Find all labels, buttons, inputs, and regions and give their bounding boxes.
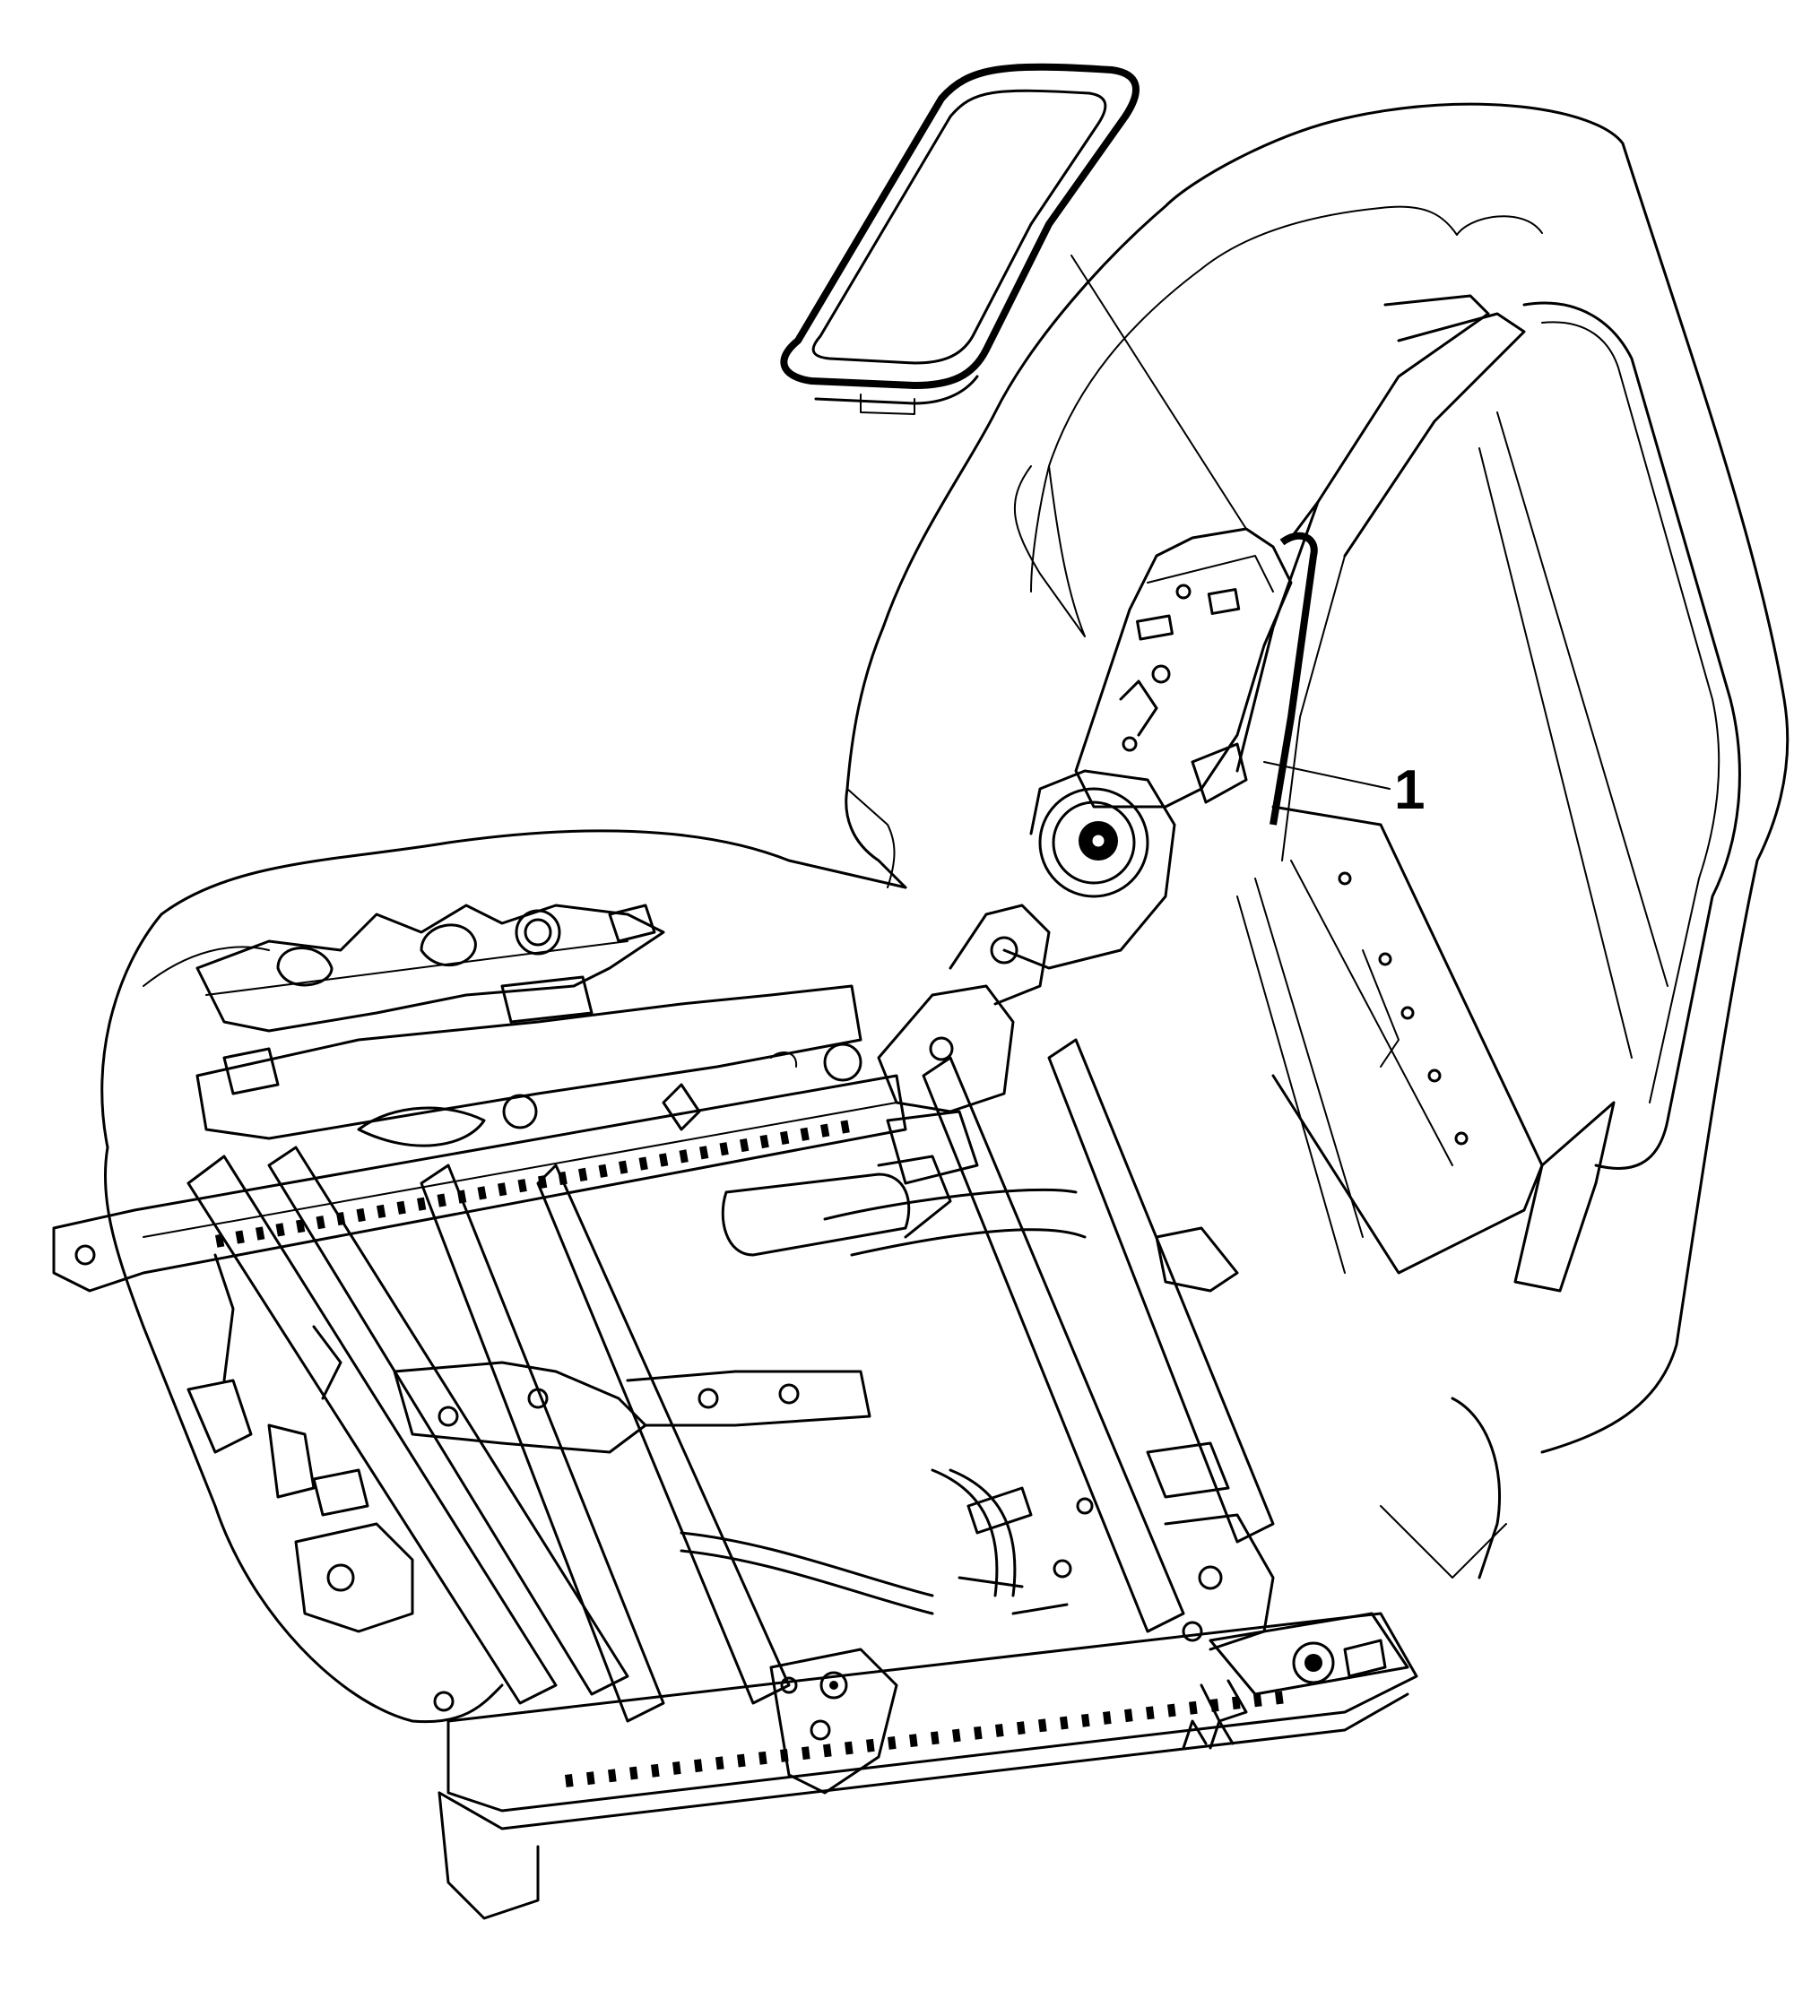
mechanisms	[186, 904, 1275, 1750]
rail-slot	[780, 1130, 790, 1145]
rail-slot	[437, 1193, 446, 1207]
rail-slot	[1167, 1703, 1176, 1717]
rail-slot	[672, 1761, 681, 1775]
seat-tracks	[186, 1038, 1418, 1920]
lower-track-slots	[564, 1691, 1284, 1787]
rail-slot	[598, 1164, 608, 1178]
rail-slot	[235, 1230, 245, 1244]
rail-slot	[719, 1142, 729, 1156]
rail-slot	[477, 1186, 487, 1200]
seat-cushion-shell	[100, 829, 1507, 1724]
rail-slot	[823, 1743, 832, 1758]
rail-slot	[396, 1200, 406, 1215]
rail-slot	[1124, 1709, 1133, 1723]
rail-slot	[356, 1207, 366, 1223]
trim-bezel	[780, 63, 1140, 415]
seatback-side-frame	[1235, 294, 1616, 1293]
rail-slot	[275, 1223, 285, 1237]
rail-slot	[845, 1741, 854, 1755]
rail-slot	[1146, 1706, 1155, 1720]
callout-1-leader	[1263, 761, 1391, 790]
callout-1: 1	[1263, 759, 1425, 821]
rail-slot	[974, 1726, 983, 1740]
rail-slot	[658, 1153, 669, 1167]
rail-slot	[888, 1736, 897, 1750]
rail-slot	[715, 1756, 724, 1770]
rail-slot	[1275, 1691, 1284, 1705]
rail-slot	[800, 1127, 810, 1141]
rail-slot	[564, 1774, 574, 1787]
front-cross-rail	[52, 1074, 907, 1293]
side-airbag-module	[1002, 527, 1318, 970]
cushion-frame	[195, 904, 862, 1147]
rail-slot	[866, 1738, 875, 1752]
rail-slot	[759, 1134, 769, 1149]
callout-1-label: 1	[1394, 759, 1425, 821]
rail-slot	[995, 1724, 1004, 1737]
rail-slot	[1103, 1711, 1112, 1725]
rail-slot	[819, 1123, 830, 1138]
rail-slot	[1189, 1700, 1198, 1715]
rail-slot	[758, 1751, 767, 1765]
rail-slot	[377, 1204, 386, 1218]
seatback-shell	[845, 102, 1790, 1454]
rail-slot	[608, 1769, 617, 1783]
rail-slot	[931, 1731, 940, 1745]
rail-slot	[737, 1753, 746, 1768]
rail-slot	[679, 1149, 689, 1164]
rail-slot	[316, 1216, 325, 1230]
rail-slot	[1081, 1713, 1090, 1727]
rail-slot	[255, 1226, 265, 1241]
rail-slot	[802, 1746, 810, 1761]
rail-slot	[951, 1728, 961, 1743]
rail-slot	[699, 1146, 709, 1160]
rail-slot	[739, 1138, 750, 1153]
rail-slot	[629, 1766, 638, 1780]
rail-slot	[1253, 1693, 1262, 1708]
rail-slot	[1038, 1718, 1047, 1733]
rail-slot	[416, 1197, 427, 1211]
leader-line-trim	[1070, 255, 1247, 530]
rail-slot	[1060, 1716, 1069, 1730]
rail-slot	[909, 1734, 918, 1748]
rail-slot	[498, 1182, 507, 1197]
rail-slot	[619, 1160, 628, 1174]
rail-slot	[840, 1120, 850, 1134]
rail-slot	[517, 1179, 527, 1193]
rail-slot	[651, 1763, 660, 1778]
rail-slot	[578, 1167, 588, 1181]
rail-slot	[694, 1759, 703, 1773]
rail-slot	[638, 1156, 648, 1171]
rail-slot	[1017, 1721, 1026, 1735]
rail-slot	[586, 1771, 595, 1786]
